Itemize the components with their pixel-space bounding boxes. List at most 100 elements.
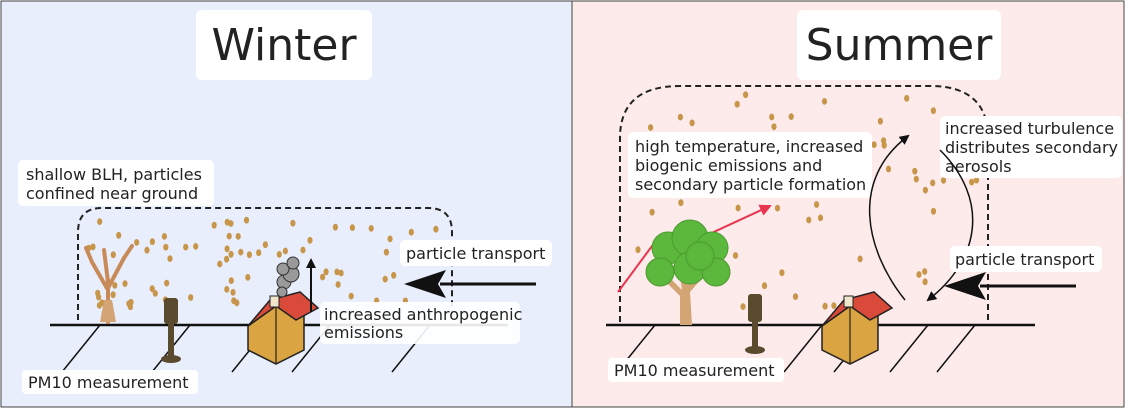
- particle: [224, 286, 230, 293]
- winter-emissions-note: increased anthropogenic: [324, 305, 522, 324]
- particle: [164, 279, 170, 287]
- particle: [735, 204, 741, 212]
- summer-transport-label: particle transport: [955, 250, 1094, 269]
- particle: [904, 94, 910, 102]
- particle: [349, 224, 355, 232]
- particle: [408, 228, 414, 236]
- particle: [348, 292, 354, 300]
- particle: [122, 280, 128, 287]
- summer-turbulence-note-2: distributes secondary: [945, 138, 1118, 157]
- summer-particles: [635, 91, 980, 310]
- particle: [383, 248, 389, 256]
- particle: [881, 137, 887, 145]
- particle: [276, 251, 282, 258]
- particle: [678, 199, 684, 207]
- particle: [110, 291, 116, 299]
- summer-formation-note-3: secondary particle formation: [635, 175, 866, 194]
- particle: [300, 246, 306, 254]
- particle: [228, 277, 234, 284]
- winter-smoke-icon: [276, 256, 300, 298]
- winter-transport-label: particle transport: [406, 244, 545, 263]
- particle: [922, 186, 929, 194]
- particle: [332, 223, 338, 231]
- particle: [792, 293, 799, 300]
- particle: [433, 225, 439, 233]
- particle: [95, 289, 101, 297]
- particle: [126, 300, 132, 308]
- summer-title-box: [797, 10, 1001, 80]
- particle: [771, 123, 777, 131]
- winter-transport-arrow: [404, 270, 536, 298]
- winter-house-icon: [247, 291, 320, 365]
- particle: [368, 225, 374, 232]
- summer-measurement-label: PM10 measurement: [614, 361, 775, 380]
- particle: [134, 239, 140, 246]
- winter-blh-note-2: confined near ground: [26, 184, 198, 203]
- summer-green-tree-icon: [645, 219, 731, 325]
- particle: [922, 278, 928, 286]
- particle: [761, 282, 768, 290]
- particle: [226, 232, 232, 240]
- particle: [224, 255, 230, 263]
- particle: [779, 269, 785, 277]
- winter-title: Winter: [211, 20, 357, 71]
- particle: [814, 201, 820, 208]
- particle: [116, 231, 122, 239]
- particle: [677, 113, 684, 121]
- particle: [649, 208, 655, 216]
- summer-turbulence-note-3: aerosols: [945, 157, 1012, 176]
- particle: [323, 268, 329, 276]
- particle: [916, 271, 922, 278]
- particle: [930, 179, 936, 187]
- particle: [262, 241, 268, 249]
- particle: [387, 235, 393, 243]
- particle: [871, 141, 877, 149]
- particle: [243, 216, 250, 224]
- particle: [930, 207, 937, 215]
- particle: [821, 98, 828, 105]
- particle: [235, 233, 241, 240]
- particle: [282, 247, 288, 255]
- particle: [230, 289, 236, 296]
- particle: [90, 243, 96, 251]
- particle: [769, 113, 775, 121]
- particle: [817, 214, 824, 222]
- particle: [183, 243, 189, 251]
- particle: [743, 91, 749, 99]
- winter-pm10-sensor-icon: [161, 298, 181, 363]
- particle: [689, 119, 695, 127]
- summer-title: Summer: [806, 20, 994, 71]
- particle: [149, 285, 155, 293]
- particle: [969, 178, 975, 186]
- particle: [338, 269, 344, 277]
- winter-title-box: [196, 10, 372, 80]
- particle: [930, 107, 937, 115]
- winter-particles: [86, 216, 439, 311]
- summer-pm10-sensor-icon: [745, 294, 765, 354]
- winter-panel: Winter shallow BLH, particles confined n…: [18, 10, 552, 394]
- particle: [224, 245, 230, 253]
- particle: [163, 243, 169, 251]
- winter-measurement-label: PM10 measurement: [28, 373, 189, 392]
- particle: [256, 249, 262, 257]
- winter-measurement-box: [22, 370, 198, 394]
- particle: [290, 219, 296, 227]
- particle: [635, 246, 641, 254]
- summer-turbulence-note-box: [940, 116, 1122, 178]
- particle: [831, 302, 837, 309]
- particle: [922, 268, 928, 275]
- particle: [234, 299, 240, 307]
- particle: [334, 268, 340, 276]
- summer-panel: Summer high temperature, increased bioge…: [606, 10, 1122, 382]
- particle: [391, 271, 397, 279]
- particle: [382, 275, 388, 283]
- particle: [732, 252, 739, 259]
- particle: [228, 250, 234, 258]
- particle: [648, 124, 654, 131]
- particle: [149, 238, 155, 246]
- particle: [806, 216, 812, 224]
- particle: [885, 165, 892, 173]
- summer-formation-note-1: high temperature, increased: [635, 137, 863, 156]
- summer-formation-note-box: [628, 132, 872, 198]
